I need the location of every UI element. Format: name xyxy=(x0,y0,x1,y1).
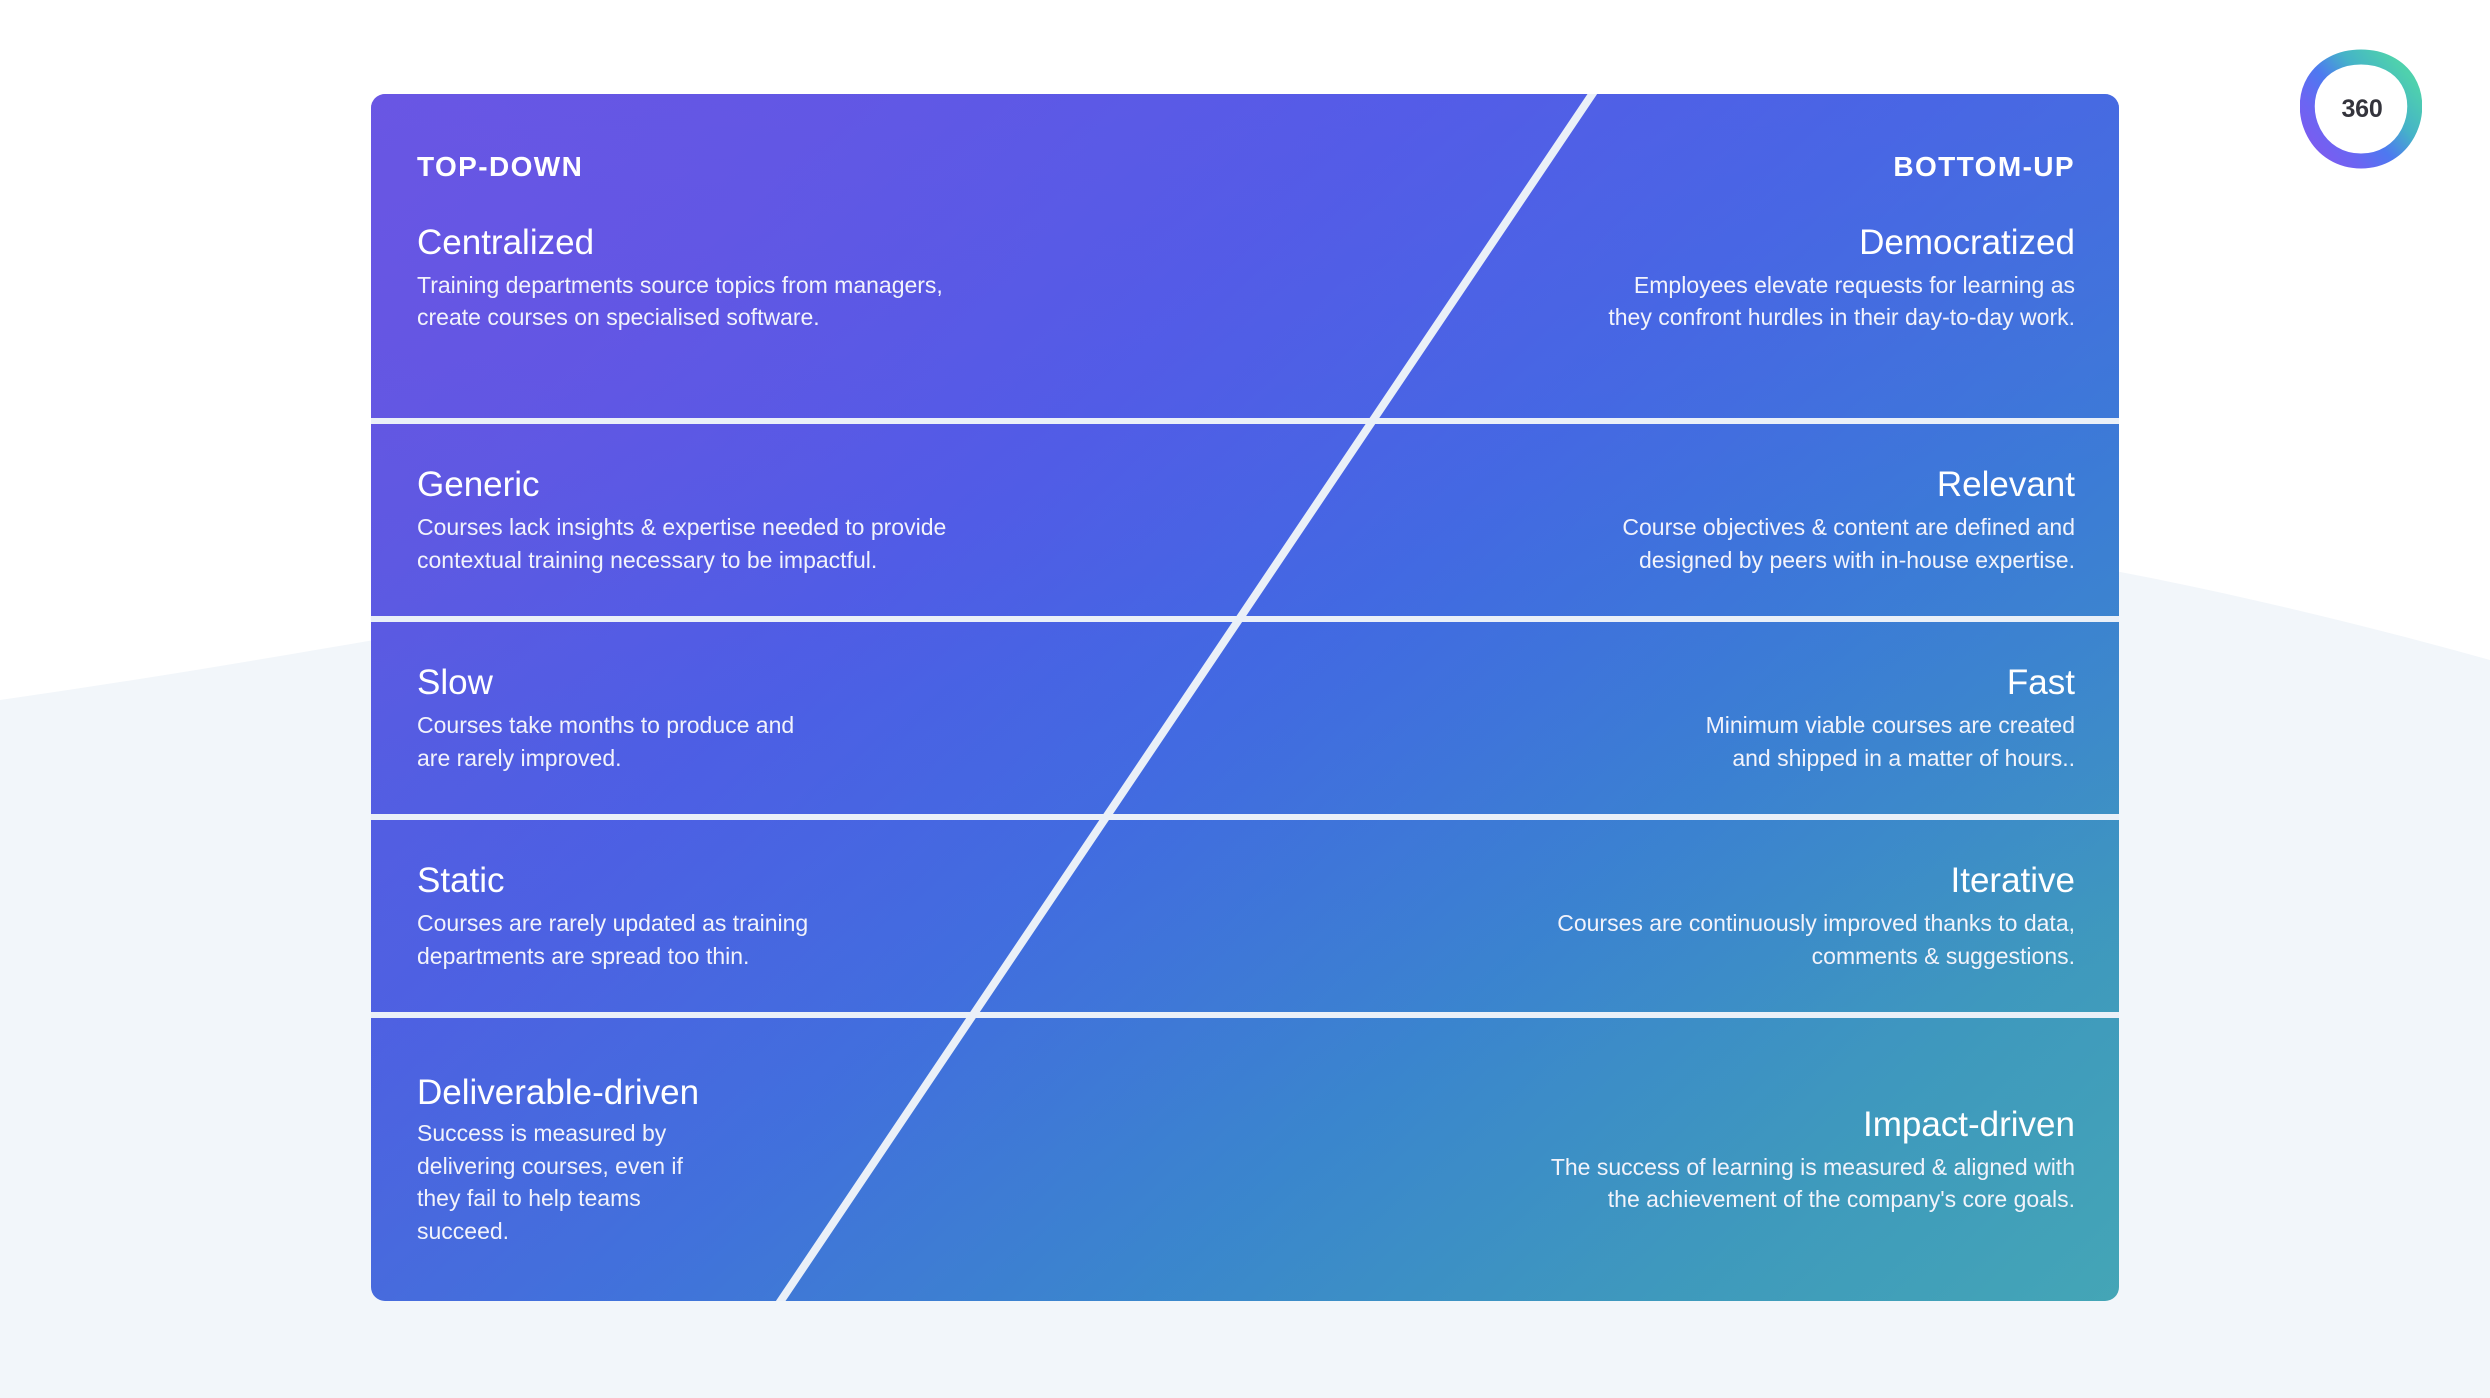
row-1-left-line-2: create courses on specialised software. xyxy=(417,304,820,331)
row-1-left-cell: TOP-DOWN Centralized Training department… xyxy=(371,94,1131,418)
row-5-left-line-1: Success is measured by xyxy=(417,1120,667,1147)
row-4-right-cell: Iterative Courses are continuously impro… xyxy=(961,820,2119,1012)
row-1-right-cell: BOTTOM-UP Democratized Employees elevate… xyxy=(1131,94,2119,418)
row-4-left-line-2: departments are spread too thin. xyxy=(417,942,750,969)
row-2-left-body: Courses lack insights & expertise needed… xyxy=(417,511,946,576)
row-4-left-heading: Static xyxy=(417,861,505,901)
row-3-left-line-2: are rarely improved. xyxy=(417,744,622,771)
row-5-left-line-4: succeed. xyxy=(417,1218,510,1245)
row-4-left-cell: Static Courses are rarely updated as tra… xyxy=(371,820,961,1012)
row-5-left-line-3: they fail to help teams xyxy=(417,1185,641,1212)
row-4-right-line-1: Courses are continuously improved thanks… xyxy=(1557,910,2075,937)
row-3-left-body: Courses take months to produce and are r… xyxy=(417,709,794,774)
row-5-right-line-2: the achievement of the company's core go… xyxy=(1607,1186,2075,1213)
row-3-left-cell: Slow Courses take months to produce and … xyxy=(371,622,1011,814)
row-3-right-heading: Fast xyxy=(2006,663,2075,703)
row-2-right-line-2: designed by peers with in-house expertis… xyxy=(1639,546,2075,573)
row-4-left-body: Courses are rarely updated as training d… xyxy=(417,907,808,972)
top-down-label: TOP-DOWN xyxy=(417,151,584,182)
row-3-right-cell: Fast Minimum viable courses are created … xyxy=(1011,622,2119,814)
comparison-row-deliverable-impact: Deliverable-driven Success is measured b… xyxy=(371,1018,2119,1301)
row-2-right-line-1: Course objectives & content are defined … xyxy=(1622,514,2075,541)
row-5-right-cell: Impact-driven The success of learning is… xyxy=(851,1018,2119,1301)
row-2-left-line-2: contextual training necessary to be impa… xyxy=(417,546,878,573)
bottom-up-label: BOTTOM-UP xyxy=(1893,151,2075,182)
row-1-right-line-2: they confront hurdles in their day-to-da… xyxy=(1608,304,2075,331)
comparison-row-centralized-democratized: TOP-DOWN Centralized Training department… xyxy=(371,94,2119,418)
row-1-right-heading: Democratized xyxy=(1859,222,2075,262)
logo-ring-icon xyxy=(2300,49,2422,169)
comparison-row-static-iterative: Static Courses are rarely updated as tra… xyxy=(371,820,2119,1012)
row-4-right-heading: Iterative xyxy=(1950,861,2076,901)
row-3-right-line-2: and shipped in a matter of hours.. xyxy=(1732,744,2075,771)
row-2-left-line-1: Courses lack insights & expertise needed… xyxy=(417,514,947,541)
row-3-right-line-1: Minimum viable courses are created xyxy=(1705,712,2075,739)
comparison-row-slow-fast: Slow Courses take months to produce and … xyxy=(371,622,2119,814)
row-5-right-line-1: The success of learning is measured & al… xyxy=(1550,1153,2075,1180)
row-5-left-cell: Deliverable-driven Success is measured b… xyxy=(371,1018,851,1301)
row-2-left-cell: Generic Courses lack insights & expertis… xyxy=(371,424,1071,616)
row-5-left-line-2: delivering courses, even if xyxy=(417,1152,683,1179)
row-3-left-heading: Slow xyxy=(417,663,493,703)
row-2-left-heading: Generic xyxy=(417,465,540,505)
row-1-right-line-1: Employees elevate requests for learning … xyxy=(1633,271,2075,298)
comparison-row-generic-relevant: Generic Courses lack insights & expertis… xyxy=(371,424,2119,616)
row-4-right-body: Courses are continuously improved thanks… xyxy=(1557,907,2075,972)
row-1-left-heading: Centralized xyxy=(417,222,595,262)
row-4-right-line-2: comments & suggestions. xyxy=(1811,942,2075,969)
row-3-left-line-1: Courses take months to produce and xyxy=(417,712,795,739)
360learning-logo: 360 xyxy=(2300,48,2422,170)
row-5-right-body: The success of learning is measured & al… xyxy=(1551,1151,2075,1216)
row-3-right-body: Minimum viable courses are created and s… xyxy=(1706,709,2075,774)
row-2-right-cell: Relevant Course objectives & content are… xyxy=(1071,424,2119,616)
row-1-left-line-1: Training departments source topics from … xyxy=(417,271,943,298)
row-1-right-body: Employees elevate requests for learning … xyxy=(1608,269,2075,334)
row-2-right-body: Course objectives & content are defined … xyxy=(1622,511,2075,576)
row-4-left-line-1: Courses are rarely updated as training xyxy=(417,910,809,937)
row-2-right-heading: Relevant xyxy=(1936,465,2075,505)
row-5-right-heading: Impact-driven xyxy=(1862,1104,2075,1144)
row-5-left-body: Success is measured by delivering course… xyxy=(417,1117,683,1248)
logo-text: 360 xyxy=(2341,94,2383,123)
comparison-panel: TOP-DOWN Centralized Training department… xyxy=(371,94,2119,1301)
row-5-left-heading: Deliverable-driven xyxy=(417,1073,700,1113)
row-1-left-body: Training departments source topics from … xyxy=(417,269,943,334)
